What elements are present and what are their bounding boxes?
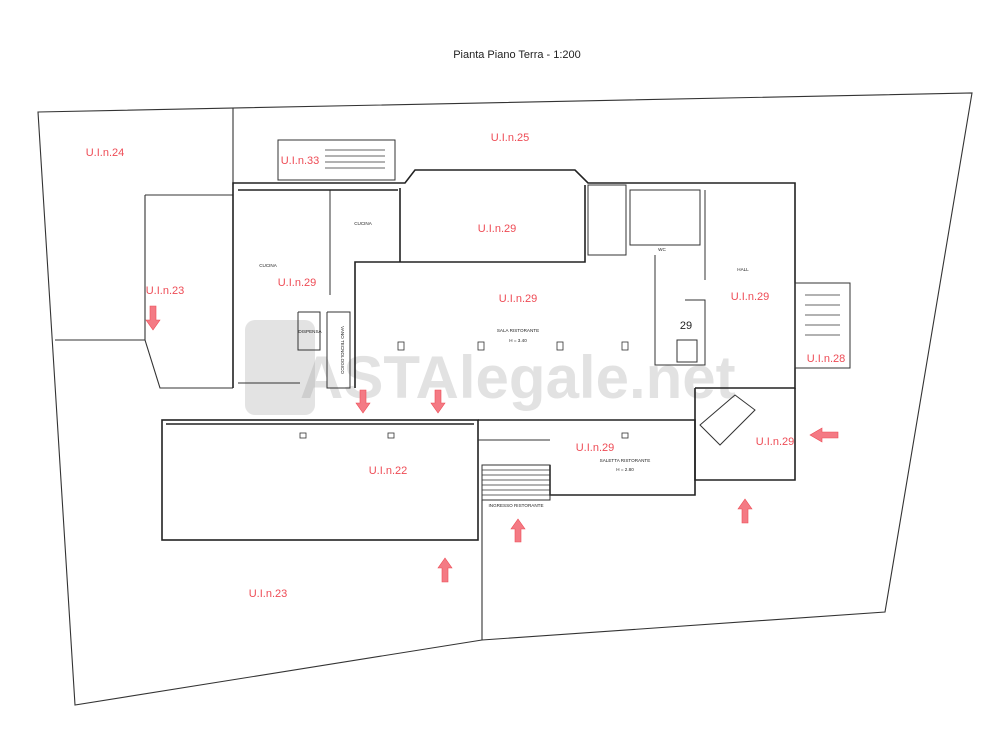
room-sala-ristorante: SALA RISTORANTE	[497, 328, 539, 333]
unit-label-29-north: U.I.n.29	[478, 223, 517, 235]
unit-label-24: U.I.n.24	[86, 147, 125, 159]
arrow-down-icon	[355, 389, 371, 414]
unit-label-29-hall: U.I.n.29	[731, 291, 770, 303]
unit-label-25: U.I.n.25	[491, 132, 530, 144]
plan-title: Pianta Piano Terra - 1:200	[453, 49, 581, 61]
site-boundaries	[37, 92, 973, 706]
room-vano-tecnologico: VANO TECNOLOGICO	[340, 326, 345, 374]
room-sala-height: H = 3.40	[509, 338, 527, 343]
room-ingresso-ristorante: INGRESSO RISTORANTE	[488, 503, 543, 508]
unit-label-33: U.I.n.33	[281, 155, 320, 167]
arrow-up-icon	[510, 518, 526, 543]
unit-label-23-top: U.I.n.23	[146, 285, 185, 297]
room-dispensa: DISPENSA	[298, 329, 322, 334]
room-saletta-ristorante: SALETTA RISTORANTE	[600, 458, 651, 463]
arrow-left-icon	[809, 427, 839, 443]
room-hall: HALL	[737, 267, 749, 272]
unit-label-28: U.I.n.28	[807, 353, 846, 365]
unit-label-29-kitchen: U.I.n.29	[278, 277, 317, 289]
unit-label-29-sala: U.I.n.29	[499, 293, 538, 305]
room-wc: WC	[658, 247, 666, 252]
arrow-up-icon	[437, 557, 453, 583]
building-walls	[161, 139, 851, 541]
arrow-down-icon	[430, 389, 446, 414]
unit-label-22: U.I.n.22	[369, 465, 408, 477]
watermark-text: ASTAlegale.net	[300, 344, 736, 411]
unit-label-29-saletta: U.I.n.29	[576, 442, 615, 454]
access-arrows	[145, 305, 839, 583]
watermark: ASTAlegale.net	[245, 320, 736, 415]
room-cucina-2: CUCINA	[354, 221, 373, 226]
arrow-down-icon	[145, 305, 161, 331]
unit-label-29-small: 29	[680, 320, 692, 332]
arrow-up-icon	[737, 498, 753, 524]
unit-label-23-bottom: U.I.n.23	[249, 588, 288, 600]
unit-label-29-entry: U.I.n.29	[756, 436, 795, 448]
room-saletta-height: H = 2.80	[616, 467, 634, 472]
room-cucina-1: CUCINA	[259, 263, 278, 268]
